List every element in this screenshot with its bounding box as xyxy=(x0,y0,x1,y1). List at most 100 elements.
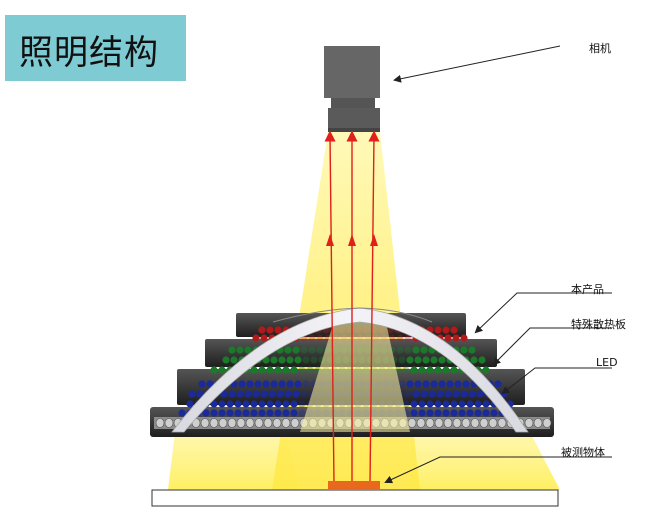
led-dot xyxy=(270,380,278,388)
led-dot xyxy=(284,346,292,354)
bearing-bead xyxy=(425,418,435,428)
led-dot xyxy=(234,409,242,417)
led-dot xyxy=(274,326,282,334)
label-led: LED xyxy=(596,356,618,369)
led-dot xyxy=(388,334,396,342)
led-dot xyxy=(300,390,308,398)
led-dot xyxy=(266,366,274,374)
led-dot xyxy=(198,380,206,388)
led-dot xyxy=(206,380,214,388)
led-dot xyxy=(458,400,466,408)
led-dot xyxy=(466,400,474,408)
led-dot xyxy=(446,380,454,388)
led-dot xyxy=(450,326,458,334)
led-dot xyxy=(282,400,290,408)
bearing-bead xyxy=(164,418,174,428)
bearing-bead xyxy=(407,418,417,428)
led-dot xyxy=(406,356,414,364)
led-dot xyxy=(262,380,270,388)
led-dot xyxy=(282,409,290,417)
led-dot xyxy=(396,334,404,342)
bearing-bead xyxy=(452,418,462,428)
led-dot xyxy=(462,380,470,388)
led-dot xyxy=(298,366,306,374)
bearing-bead xyxy=(479,418,489,428)
led-dot xyxy=(410,400,418,408)
led-dot xyxy=(494,380,502,388)
led-dot xyxy=(460,346,468,354)
led-dot xyxy=(442,400,450,408)
bearing-bead xyxy=(416,418,426,428)
led-dot xyxy=(436,390,444,398)
led-dot xyxy=(178,409,186,417)
led-dot xyxy=(466,409,474,417)
led-dot xyxy=(250,409,258,417)
bearing-bead xyxy=(488,418,498,428)
label-object: 被测物体 xyxy=(561,446,605,459)
bearing-bead xyxy=(290,418,300,428)
led-dot xyxy=(434,366,442,374)
led-dot xyxy=(292,346,300,354)
led-dot xyxy=(438,380,446,388)
bearing-bead xyxy=(236,418,246,428)
led-dot xyxy=(398,380,406,388)
led-dot xyxy=(474,400,482,408)
led-dot xyxy=(290,400,298,408)
led-dot xyxy=(202,409,210,417)
led-dot xyxy=(414,380,422,388)
led-dot xyxy=(218,400,226,408)
title-box: 照明结构 xyxy=(5,15,186,81)
led-dot xyxy=(306,366,314,374)
led-dot xyxy=(298,409,306,417)
led-dot xyxy=(242,409,250,417)
led-dot xyxy=(228,390,236,398)
led-dot xyxy=(266,409,274,417)
bearing-bead xyxy=(272,418,282,428)
led-dot xyxy=(410,409,418,417)
led-dot xyxy=(300,346,308,354)
led-dot xyxy=(266,400,274,408)
led-dot xyxy=(294,356,302,364)
led-dot xyxy=(482,366,490,374)
led-dot xyxy=(294,380,302,388)
label-product: 本产品 xyxy=(571,283,604,296)
side-light-right xyxy=(410,432,560,490)
led-dot xyxy=(308,334,316,342)
led-dot xyxy=(290,409,298,417)
led-dot xyxy=(252,334,260,342)
camera-icon xyxy=(324,46,380,132)
led-dot xyxy=(460,334,468,342)
led-dot xyxy=(470,356,478,364)
led-dot xyxy=(418,366,426,374)
led-dot xyxy=(220,390,228,398)
led-dot xyxy=(482,400,490,408)
led-dot xyxy=(398,356,406,364)
bearing-bead xyxy=(542,418,552,428)
bearing-bead xyxy=(209,418,219,428)
led-dot xyxy=(430,380,438,388)
led-dot xyxy=(218,366,226,374)
led-dot xyxy=(286,356,294,364)
led-dot xyxy=(426,409,434,417)
led-dot xyxy=(274,366,282,374)
led-dot xyxy=(412,390,420,398)
led-dot xyxy=(274,409,282,417)
led-dot xyxy=(186,400,194,408)
side-light-left xyxy=(168,432,300,490)
led-dot xyxy=(434,326,442,334)
led-dot xyxy=(310,356,318,364)
led-dot xyxy=(444,334,452,342)
led-dot xyxy=(442,366,450,374)
led-dot xyxy=(420,346,428,354)
led-dot xyxy=(316,334,324,342)
bearing-bead xyxy=(254,418,264,428)
led-dot xyxy=(244,390,252,398)
led-dot xyxy=(404,346,412,354)
led-dot xyxy=(236,390,244,398)
led-dot xyxy=(286,380,294,388)
led-dot xyxy=(406,380,414,388)
bearing-bead xyxy=(200,418,210,428)
bearing-bead xyxy=(443,418,453,428)
bearing-bead xyxy=(218,418,228,428)
bearing-bead xyxy=(470,418,480,428)
